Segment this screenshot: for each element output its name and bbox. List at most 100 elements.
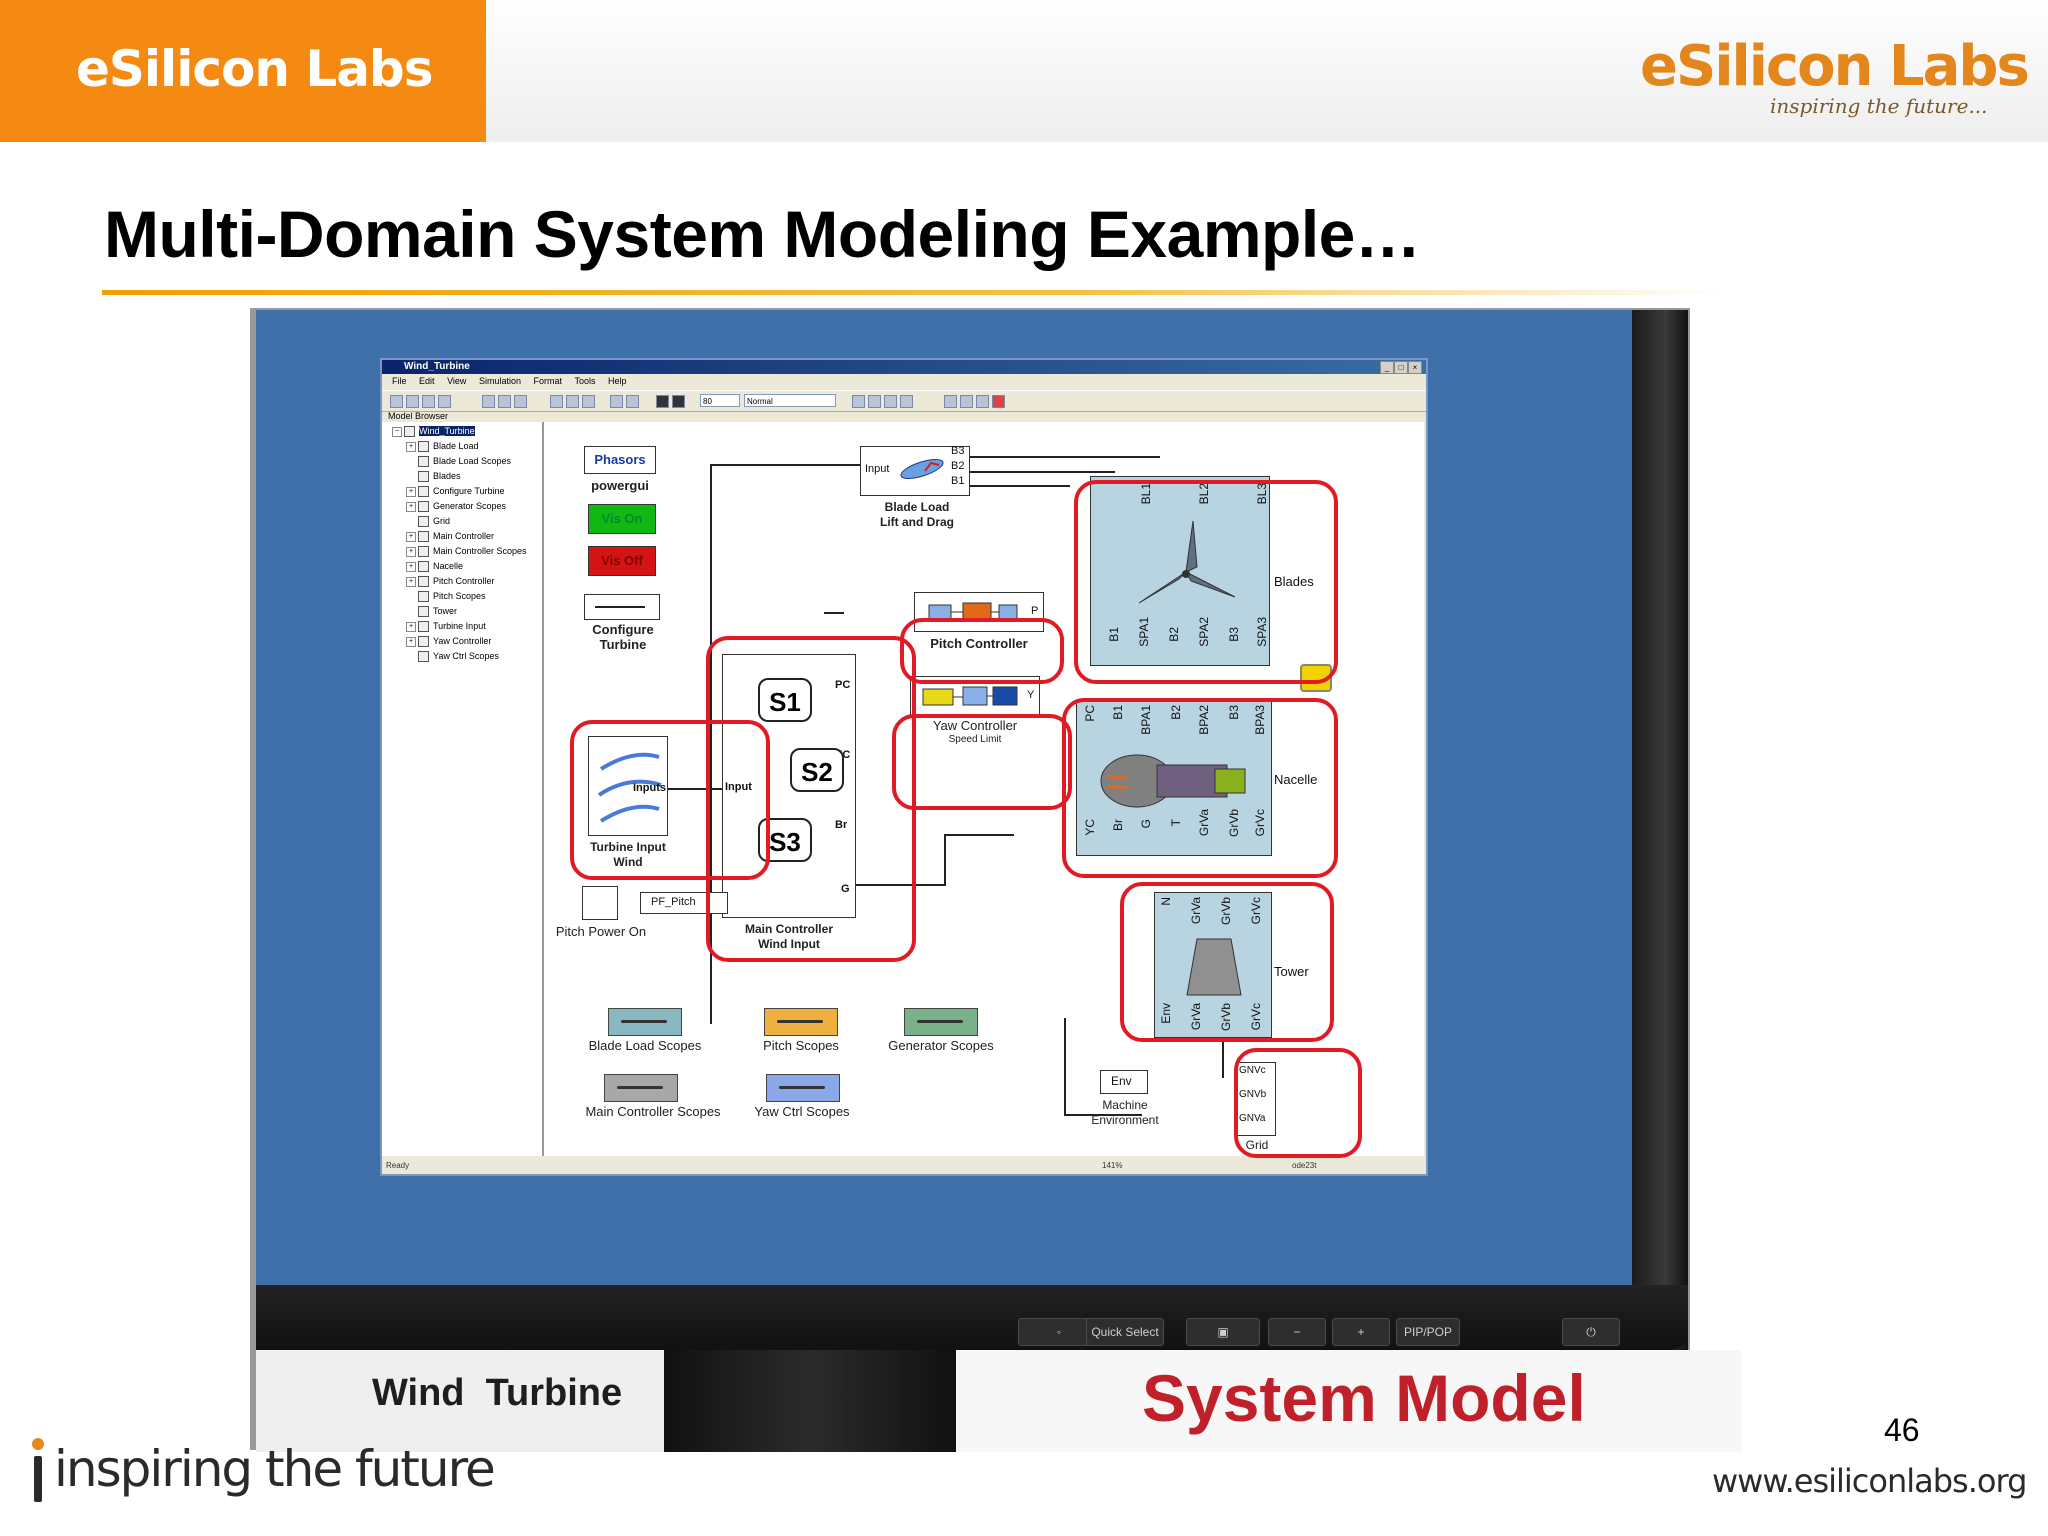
port-gnvb: GNVb	[1239, 1089, 1267, 1100]
yaw-ctrl-scopes-label: Yaw Ctrl Scopes	[754, 1104, 850, 1119]
monitor-icon[interactable]	[976, 395, 989, 408]
tree-item[interactable]: +Main Controller Scopes	[406, 544, 527, 559]
debug-icon[interactable]	[900, 395, 913, 408]
phasors-block[interactable]: Phasors	[584, 446, 656, 474]
nacelle-label: Nacelle	[1274, 772, 1318, 787]
nacelle-block[interactable]: PC B1 BPA1 B2 BPA2 B3 BPA3 YC Br G T GrV…	[1076, 700, 1272, 856]
state-s1[interactable]: S1	[758, 678, 812, 722]
tree-item[interactable]: +Blade Load	[406, 439, 479, 454]
tree-item[interactable]: +Generator Scopes	[406, 499, 506, 514]
tree-item[interactable]: Grid	[418, 514, 450, 529]
signal-line	[710, 464, 860, 466]
tree-item[interactable]: +Pitch Controller	[406, 574, 495, 589]
menu-help[interactable]: Help	[608, 376, 627, 386]
yaw-ctrl-scopes-block[interactable]	[766, 1074, 840, 1102]
grid-block[interactable]: GNVc GNVb GNVa	[1236, 1062, 1276, 1136]
paste-icon[interactable]	[514, 395, 527, 408]
pitch-controller-label: Pitch Controller	[930, 636, 1028, 651]
blade-airfoil-icon	[900, 458, 944, 480]
highlight-nacelle	[1062, 698, 1338, 878]
machine-environment-label: Machine Environment	[1091, 1098, 1159, 1127]
explorer-icon[interactable]	[884, 395, 897, 408]
env-block[interactable]: Env	[1100, 1070, 1148, 1094]
port-b3: B3	[951, 445, 965, 457]
wind-icon	[597, 752, 662, 823]
tower-block[interactable]: N GrVa GrVb GrVc Env GrVa GrVb GrVc	[1154, 892, 1272, 1038]
pitch-controller-block[interactable]: P	[914, 592, 1044, 632]
tree-item[interactable]: +Yaw Controller	[406, 634, 491, 649]
save-icon[interactable]	[422, 395, 435, 408]
tree-item[interactable]: +Nacelle	[406, 559, 463, 574]
record-icon[interactable]	[992, 395, 1005, 408]
print-icon[interactable]	[438, 395, 451, 408]
yaw-y-port: Y	[1027, 689, 1035, 701]
tree-item[interactable]: Pitch Scopes	[418, 589, 486, 604]
blade-load-block[interactable]: Input B3 B2 B1	[860, 445, 970, 496]
signal-line	[1222, 1018, 1224, 1078]
maximize-icon[interactable]: □	[1394, 361, 1408, 374]
vis-on-button[interactable]: Vis On	[588, 504, 656, 534]
library-icon[interactable]	[868, 395, 881, 408]
menu-format[interactable]: Format	[533, 376, 562, 386]
signal-line	[668, 788, 722, 790]
yaw-sub-label: Speed Limit	[948, 734, 1002, 745]
tree-item[interactable]: +Turbine Input	[406, 619, 486, 634]
pitch-power-switch[interactable]	[582, 886, 618, 920]
tree-item[interactable]: Blade Load Scopes	[418, 454, 511, 469]
vis-on-label: Vis On	[601, 511, 643, 526]
nacelle-icon	[1100, 754, 1246, 808]
turbine-input-block[interactable]: Inputs	[588, 736, 668, 836]
redo-icon[interactable]	[626, 395, 639, 408]
undo-icon[interactable]	[610, 395, 623, 408]
toolbar: 80 Normal	[382, 390, 1426, 412]
new-icon[interactable]	[390, 395, 403, 408]
sim-mode-select[interactable]: Normal	[744, 394, 836, 407]
play-icon[interactable]	[656, 395, 669, 408]
menu-tools[interactable]: Tools	[574, 376, 596, 386]
window-titlebar: Wind_Turbine _ □ ×	[382, 360, 1426, 374]
tree-item[interactable]: Blades	[418, 469, 461, 484]
env-label: Env	[1111, 1074, 1132, 1088]
tree-item[interactable]: Yaw Ctrl Scopes	[418, 649, 499, 664]
blade-load-scopes-block[interactable]	[608, 1008, 682, 1036]
menu-view[interactable]: View	[447, 376, 467, 386]
cut-icon[interactable]	[482, 395, 495, 408]
configure-turbine-label: Configure Turbine	[592, 622, 654, 652]
configure-turbine-block[interactable]	[584, 594, 660, 620]
open-icon[interactable]	[406, 395, 419, 408]
blades-block[interactable]: BL1 BL2 BL3 B1 SPA1 B2 SPA2 B3 SPA3	[1090, 476, 1270, 666]
blade-load-input-port: Input	[865, 463, 890, 475]
close-icon[interactable]: ×	[1408, 361, 1422, 374]
highlight-blades	[1074, 480, 1338, 684]
tree-item[interactable]: +Main Controller	[406, 529, 494, 544]
generator-scopes-block[interactable]	[904, 1008, 978, 1036]
generator-scopes-label: Generator Scopes	[888, 1038, 994, 1053]
main-controller-label: Main Controller Wind Input	[744, 922, 833, 951]
copy-icon[interactable]	[498, 395, 511, 408]
stop-icon[interactable]	[672, 395, 685, 408]
port-b1: B1	[951, 475, 965, 487]
footer-website[interactable]: www.esiliconlabs.org	[1712, 1462, 2027, 1500]
config-icon[interactable]	[960, 395, 973, 408]
tree-item[interactable]: Tower	[418, 604, 457, 619]
build-icon[interactable]	[852, 395, 865, 408]
minimize-icon[interactable]: _	[1380, 361, 1394, 374]
signal-line	[970, 485, 1070, 487]
vis-off-button[interactable]: Vis Off	[588, 546, 656, 576]
browser-icon[interactable]	[944, 395, 957, 408]
tree-item-root[interactable]: −Wind_Turbine	[392, 424, 475, 439]
menu-file[interactable]: File	[392, 376, 407, 386]
tree-item[interactable]: +Configure Turbine	[406, 484, 505, 499]
stop-time-input[interactable]: 80	[700, 394, 740, 407]
pitch-scopes-block[interactable]	[764, 1008, 838, 1036]
up-icon[interactable]	[582, 395, 595, 408]
footer-logo-icon	[28, 1438, 44, 1508]
signal-line	[944, 834, 946, 886]
menu-edit[interactable]: Edit	[419, 376, 435, 386]
back-icon[interactable]	[550, 395, 563, 408]
state-s2[interactable]: S2	[790, 748, 844, 792]
menu-simulation[interactable]: Simulation	[478, 376, 521, 386]
pitch-controller-icon	[928, 602, 1018, 622]
forward-icon[interactable]	[566, 395, 579, 408]
main-controller-scopes-block[interactable]	[604, 1074, 678, 1102]
